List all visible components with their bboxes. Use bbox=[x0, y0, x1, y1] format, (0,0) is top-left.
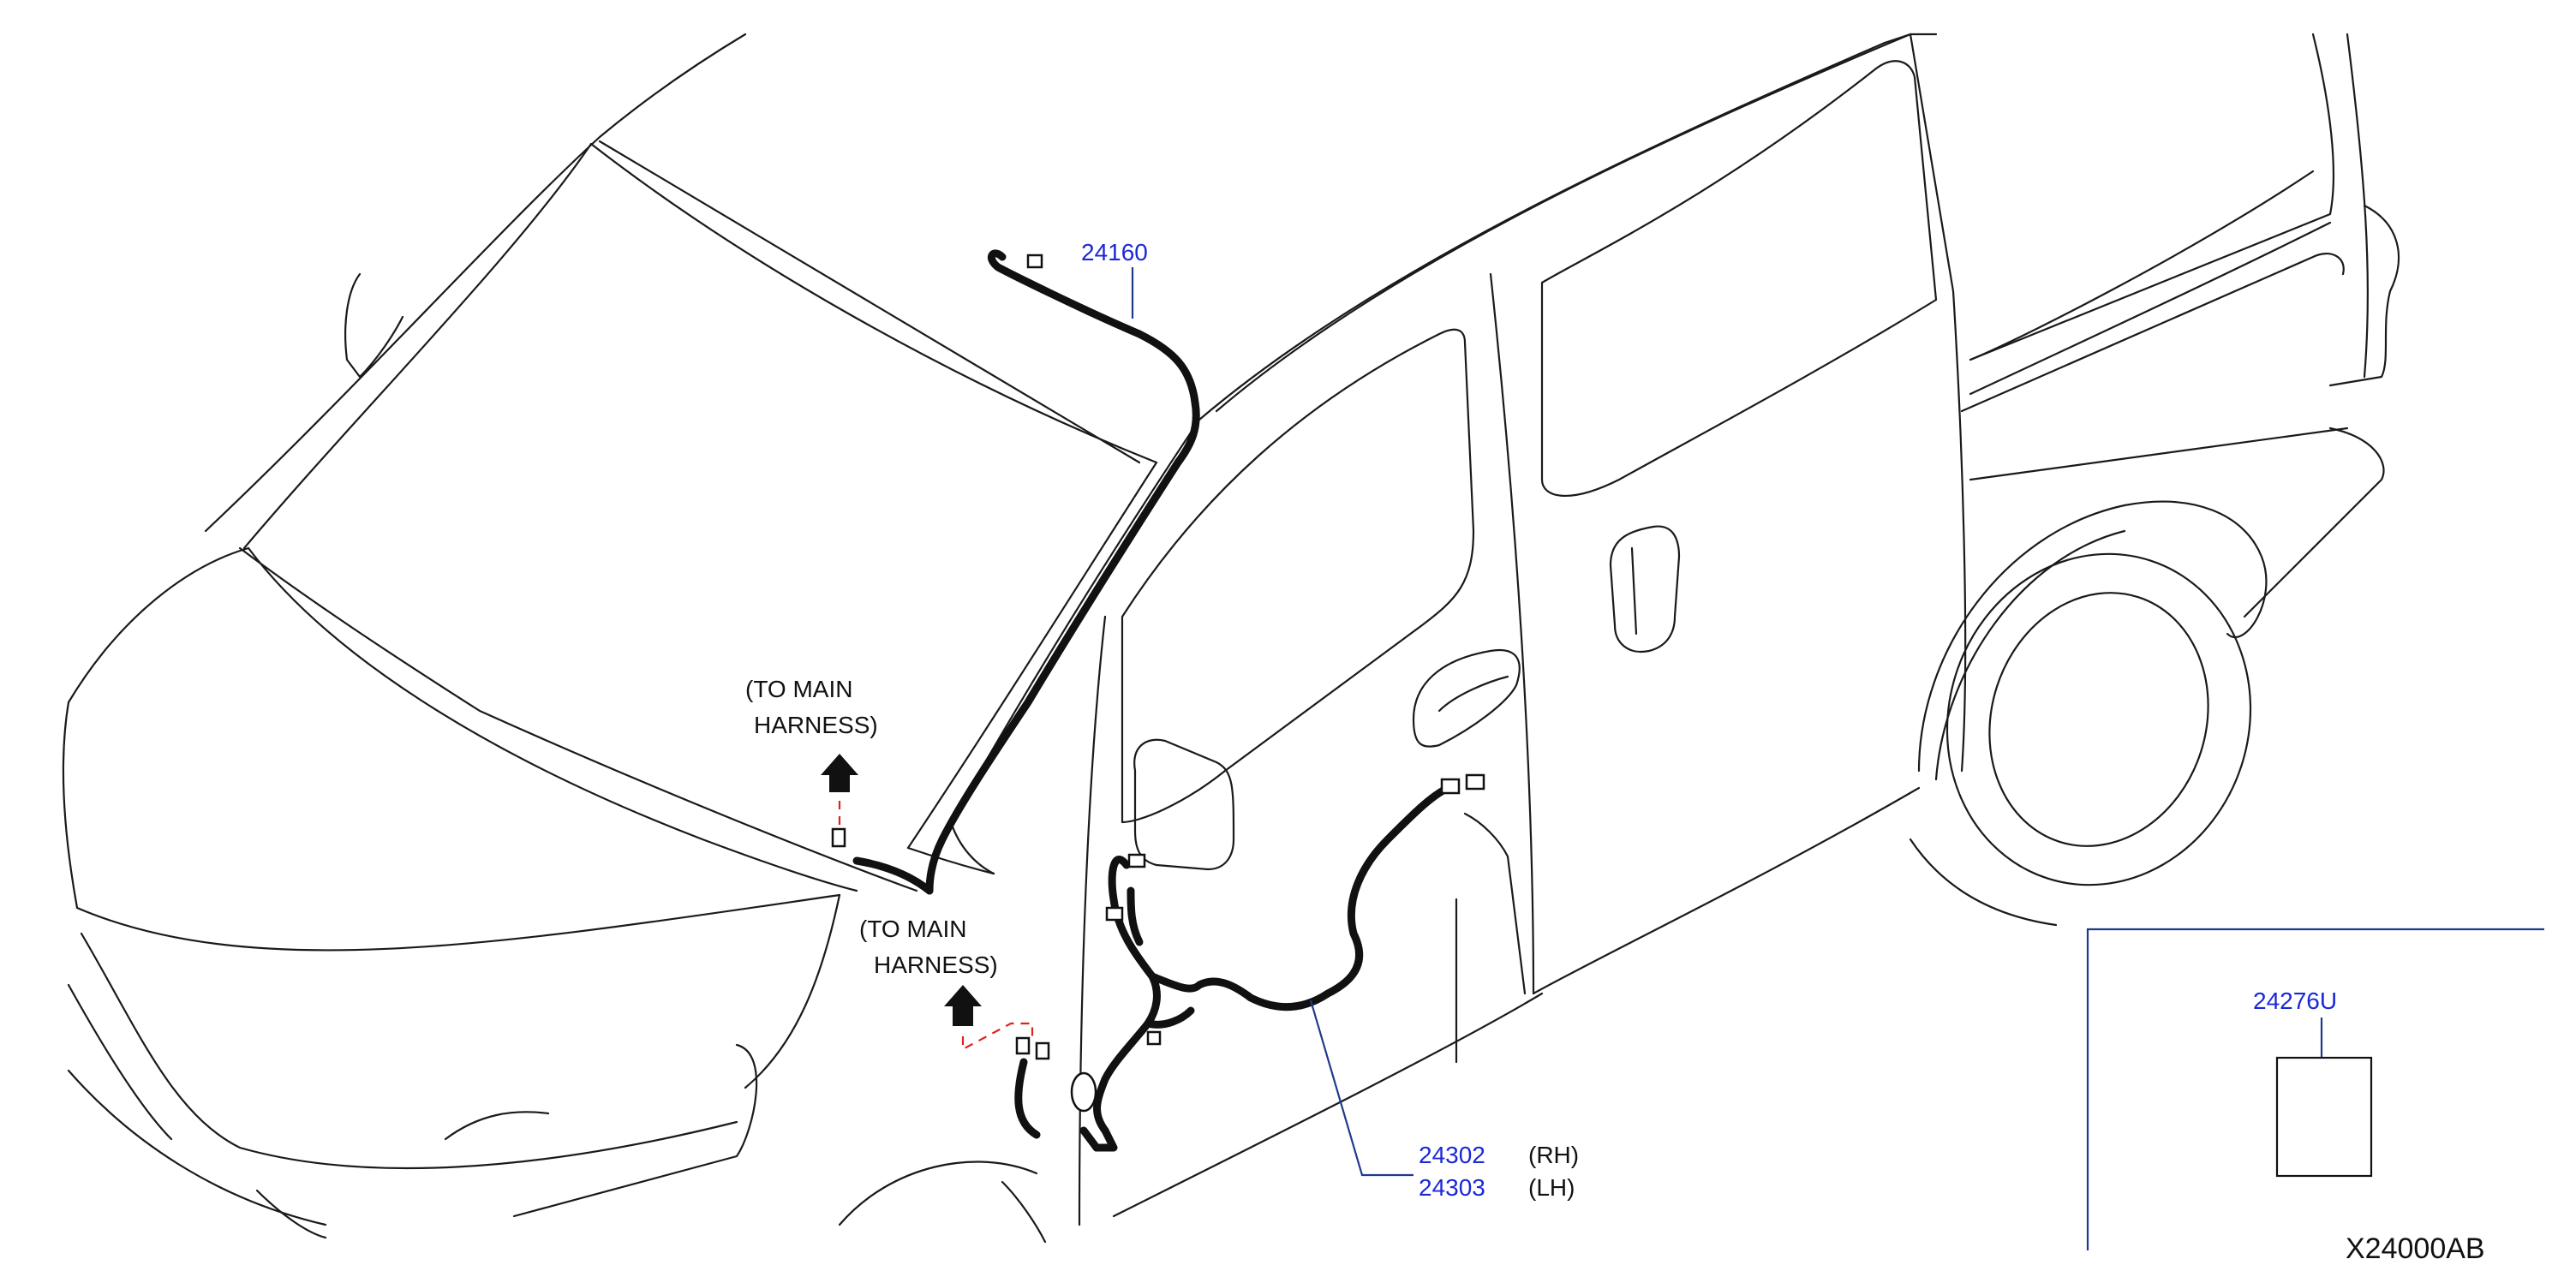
connector-icon bbox=[1440, 778, 1461, 795]
connector-icon bbox=[1127, 853, 1146, 868]
note-line-2: HARNESS) bbox=[874, 952, 998, 978]
label-24302-24303[interactable]: 24302 (RH) 24303 (LH) bbox=[1309, 999, 1579, 1201]
connector-icon bbox=[1465, 773, 1485, 791]
arrow-up-icon bbox=[944, 985, 982, 1026]
inset-box: 24276U bbox=[2086, 928, 2544, 1250]
part-number[interactable]: 24276U bbox=[2253, 988, 2337, 1014]
note-line-1: (TO MAIN bbox=[745, 676, 852, 702]
harness-24160[interactable] bbox=[831, 249, 1200, 895]
note-line-1: (TO MAIN bbox=[859, 916, 966, 942]
connector-icon bbox=[1105, 906, 1124, 922]
label-sheet-icon[interactable] bbox=[2275, 1056, 2373, 1178]
part-number[interactable]: 24303 bbox=[1419, 1174, 1485, 1201]
side-label: (RH) bbox=[1528, 1142, 1579, 1168]
label-24160[interactable]: 24160 bbox=[1081, 239, 1148, 319]
diagram-code: X24000AB bbox=[2346, 1232, 2485, 1265]
inset-frame bbox=[2086, 928, 2544, 1250]
dashed-line bbox=[961, 1022, 1034, 1051]
to-main-harness-note-2: (TO MAIN HARNESS) bbox=[859, 916, 1034, 1051]
connector-icon bbox=[1035, 1041, 1050, 1060]
grommet-icon bbox=[1070, 1071, 1097, 1113]
side-label: (LH) bbox=[1528, 1174, 1575, 1201]
part-number[interactable]: 24160 bbox=[1081, 239, 1148, 266]
van-body-outline bbox=[62, 33, 2400, 1244]
to-main-harness-note-1: (TO MAIN HARNESS) bbox=[745, 676, 878, 826]
connector-icon bbox=[1146, 1030, 1162, 1046]
connector-icon bbox=[831, 827, 846, 848]
note-line-2: HARNESS) bbox=[754, 712, 878, 738]
harness-24302-24303[interactable] bbox=[1014, 773, 1485, 1152]
leader-line bbox=[1309, 999, 1414, 1177]
part-number[interactable]: 24302 bbox=[1419, 1142, 1485, 1168]
connector-icon bbox=[1026, 254, 1043, 269]
arrow-up-icon bbox=[821, 754, 858, 792]
connector-icon bbox=[1015, 1036, 1031, 1055]
